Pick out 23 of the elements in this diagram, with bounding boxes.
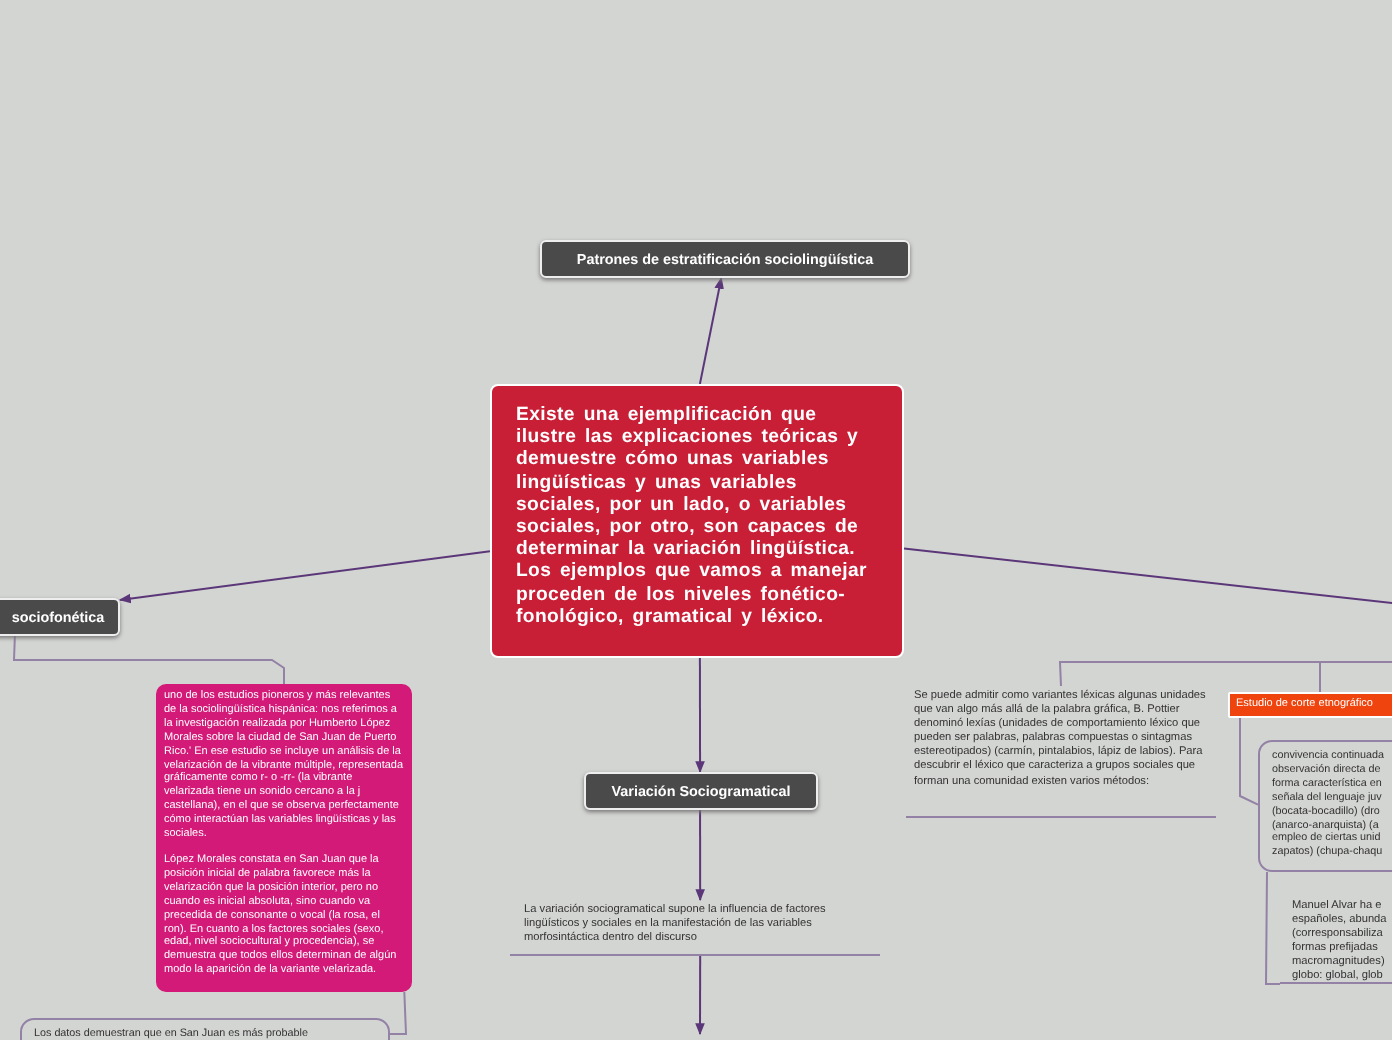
main-idea-text: Existe una ejemplificación que ilustre las explicaciones teóricas y demuestre cómo unas variables lingüísticas y unas variables sociales, por un lado, o variables sociales, por otro, son capaces de determinar la variación lingüística. Los ejemplos que vamos a manejar proceden de los niveles fonético-fonológico, gramatical y léxico. — [516, 404, 869, 629]
topic-box — [540, 240, 910, 278]
main-idea-box — [490, 384, 904, 658]
topic-box — [1228, 692, 1392, 718]
arrow — [695, 809, 705, 902]
connector-line — [1239, 717, 1259, 806]
arrow — [118, 550, 491, 604]
underlined-note — [906, 686, 1216, 818]
underlined-note — [1280, 896, 1392, 984]
connector-line — [389, 991, 408, 1035]
connector-line — [903, 547, 1392, 605]
connector-line — [1265, 871, 1281, 985]
topic-box — [0, 598, 120, 636]
topic-box — [584, 772, 818, 810]
arrow — [695, 657, 705, 774]
arrow — [695, 955, 705, 1036]
connector-line — [1319, 661, 1321, 693]
connector-line — [1058, 661, 1392, 687]
arrow — [698, 276, 724, 385]
connector-line — [12, 635, 285, 685]
note-card — [1258, 740, 1392, 872]
underlined-note — [510, 900, 880, 956]
note-card — [156, 684, 412, 992]
